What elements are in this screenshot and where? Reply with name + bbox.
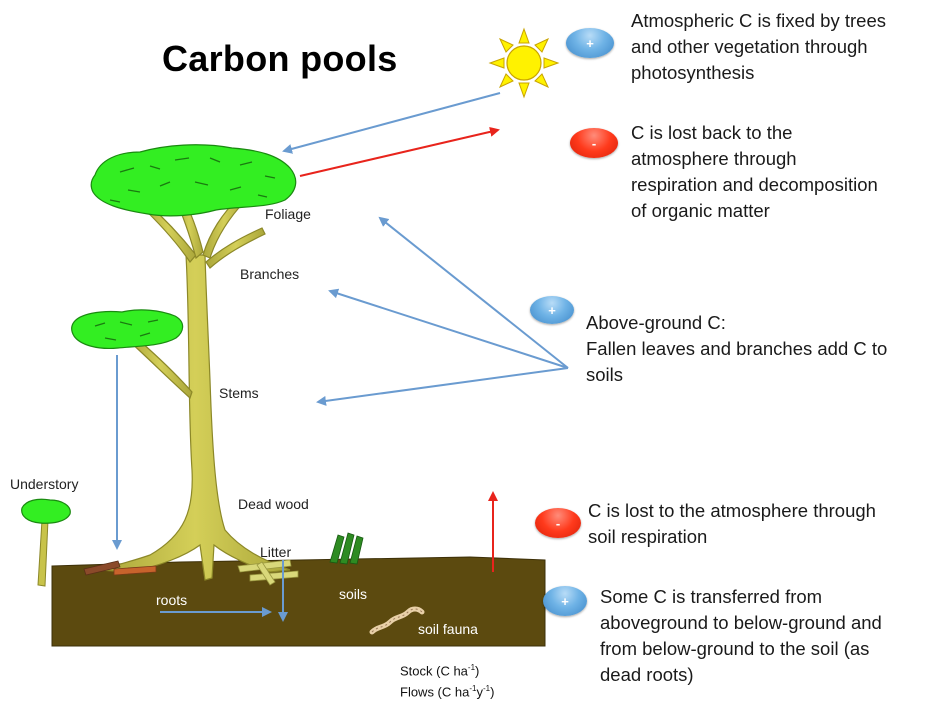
minus-badge-soil-respiration: - bbox=[535, 508, 581, 538]
plus-badge-photosynthesis: + bbox=[566, 28, 614, 58]
foliage-label: Foliage bbox=[265, 206, 311, 222]
understory-plant bbox=[21, 498, 71, 587]
respiration-description: C is lost back to the atmosphere through… bbox=[631, 122, 878, 221]
stems-label: Stems bbox=[219, 385, 259, 401]
litter-sticks bbox=[237, 559, 299, 586]
page-title: Carbon pools bbox=[162, 38, 398, 79]
main-tree-trunk bbox=[99, 195, 291, 581]
lower-tree-foliage bbox=[71, 309, 184, 350]
soil-fauna-label: soil fauna bbox=[418, 621, 478, 637]
litter-label: Litter bbox=[260, 544, 292, 560]
above-ground-description: Above-ground C: Fallen leaves and branch… bbox=[586, 312, 888, 385]
grass-tufts bbox=[329, 532, 364, 565]
soil-ground bbox=[51, 556, 546, 647]
flows-legend: Flows (C ha-1y-1) bbox=[400, 684, 495, 700]
red-flow-arrows bbox=[299, 126, 500, 572]
main-tree-foliage bbox=[90, 144, 297, 217]
understory-label: Understory bbox=[10, 476, 79, 492]
below-ground-description: Some C is transferred from aboveground t… bbox=[600, 586, 882, 685]
plus-badge-above-ground: + bbox=[530, 296, 574, 324]
blue-flow-arrows bbox=[112, 92, 569, 622]
sun-icon bbox=[488, 27, 560, 99]
photosynthesis-description: Atmospheric C is fixed by trees and othe… bbox=[631, 10, 886, 83]
stock-legend: Stock (C ha-1) bbox=[400, 663, 480, 679]
plus-badge-below-ground: + bbox=[543, 586, 587, 616]
branches-label: Branches bbox=[240, 266, 300, 282]
roots-label: roots bbox=[156, 592, 188, 608]
dead-wood-label: Dead wood bbox=[238, 496, 309, 512]
minus-badge-respiration: - bbox=[570, 128, 618, 158]
dead-wood-logs bbox=[83, 560, 157, 576]
soils-label: soils bbox=[339, 586, 368, 602]
soil-respiration-description: C is lost to the atmosphere through soil… bbox=[588, 500, 876, 547]
foliage-texture bbox=[109, 157, 276, 203]
